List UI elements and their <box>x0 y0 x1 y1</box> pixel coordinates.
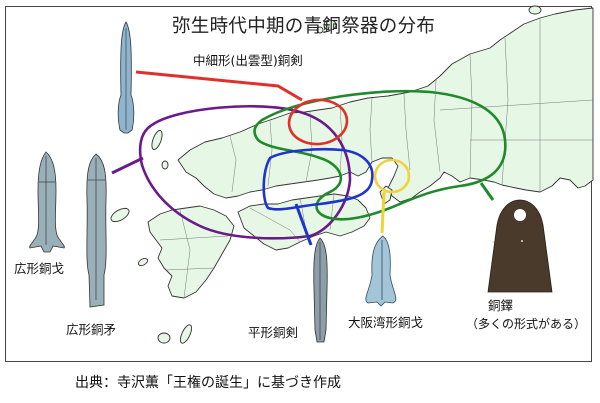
purple-pointer-line <box>111 156 144 175</box>
dotaku-drawing <box>487 199 553 293</box>
blue-pointer-line <box>294 203 313 246</box>
yellow-distribution-loop <box>373 158 411 194</box>
green-distribution-loop <box>253 89 507 221</box>
figure-title: 弥生時代中期の青銅祭器の分布 <box>172 16 436 37</box>
island-tsushima <box>151 130 163 150</box>
purple-distribution-loop <box>138 104 352 240</box>
island-koshiki <box>137 257 149 267</box>
red-distribution-loop <box>287 98 349 146</box>
red-pointer-line <box>135 70 303 102</box>
kyushu-landmass <box>147 205 235 299</box>
label-hirogata-doho: 広形銅矛 <box>66 322 117 337</box>
label-osakawan-dokka: 大阪湾形銅戈 <box>348 315 424 330</box>
hirogata-dokka-drawing <box>29 151 65 253</box>
label-hirogata-dokka: 広形銅戈 <box>14 261 65 276</box>
source-citation: 出典：寺沢薫「王権の誕生」に基づき作成 <box>75 375 341 391</box>
nakahoso-dokken-drawing <box>117 21 135 134</box>
island-oki-2 <box>316 26 324 34</box>
island-goto <box>110 207 130 223</box>
label-nakahoso-izumo-dokken: 中細形(出雲型)銅剣 <box>193 53 303 68</box>
island-sado <box>528 5 542 15</box>
yellow-pointer-line <box>380 191 386 234</box>
label-dotaku-note: （多くの形式がある） <box>466 317 587 331</box>
green-pointer-line <box>479 182 495 201</box>
label-dotaku: 銅鐸 <box>488 298 514 313</box>
osakawan-dokka-drawing <box>365 235 397 307</box>
island-tanegashima <box>179 324 193 344</box>
island-yakushima <box>157 332 171 344</box>
island-iki <box>161 160 169 170</box>
island-oki-1 <box>323 19 337 31</box>
blue-distribution-loop <box>262 147 374 211</box>
hirogata-doho-drawing <box>86 153 107 308</box>
hiragata-doken-drawing <box>313 237 328 343</box>
label-hiragata-doken: 平形銅剣 <box>248 325 299 340</box>
